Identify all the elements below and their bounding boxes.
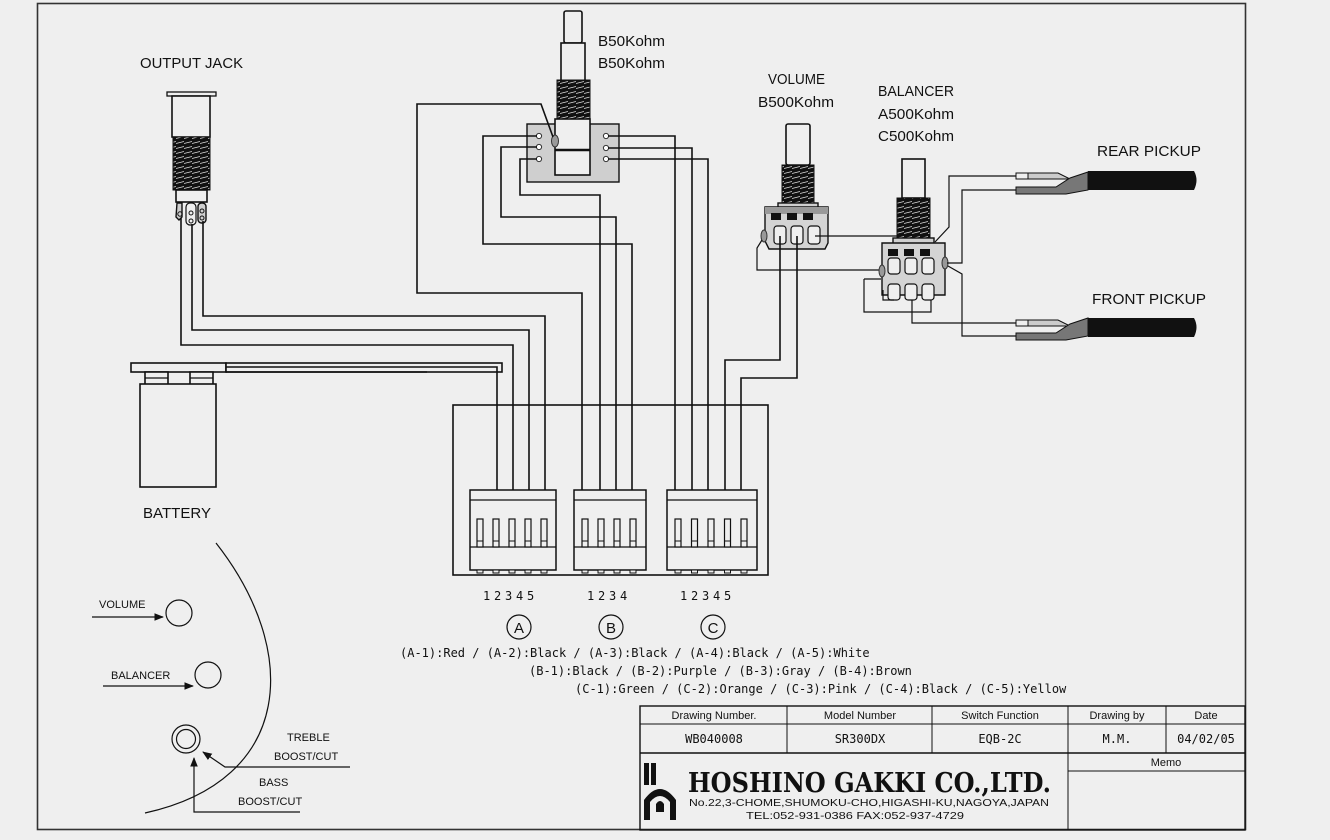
header-date: Date bbox=[1194, 710, 1217, 722]
battery: BATTERY bbox=[130, 362, 503, 522]
company-logo-icon bbox=[644, 763, 676, 820]
header-model-number: Model Number bbox=[824, 710, 896, 722]
pin-number: 2 bbox=[598, 589, 605, 603]
volume-pot: VOLUME B500Kohm bbox=[758, 71, 834, 250]
connector-b-pin-3 bbox=[613, 518, 621, 574]
front-pickup-label: FRONT PICKUP bbox=[1092, 291, 1206, 308]
connector-b-pin-2 bbox=[597, 518, 605, 574]
value-date: 04/02/05 bbox=[1177, 732, 1235, 746]
eq-pot: B50Kohm B50Kohm bbox=[526, 10, 665, 183]
pin-number: 3 bbox=[702, 589, 709, 603]
connector-group bbox=[469, 489, 758, 574]
pin-number: 1 bbox=[483, 589, 490, 603]
company-contact: TEL:052-931-0386 FAX:052-937-4729 bbox=[746, 810, 964, 822]
value-drawing-by: M.M. bbox=[1103, 732, 1132, 746]
connector-a-pin-5 bbox=[540, 518, 548, 574]
balancer-pot-label: BALANCER bbox=[878, 83, 954, 100]
connector-b-pin-1 bbox=[581, 518, 589, 574]
connector-c-pin-4 bbox=[723, 518, 732, 574]
header-memo: Memo bbox=[1151, 757, 1182, 769]
eq-pot-value-2: B50Kohm bbox=[598, 55, 665, 72]
battery-label: BATTERY bbox=[143, 505, 211, 522]
value-model-number: SR300DX bbox=[835, 732, 886, 746]
pin-number: 4 bbox=[516, 589, 523, 603]
volume-wires bbox=[724, 235, 904, 500]
header-drawing-number: Drawing Number. bbox=[672, 710, 757, 722]
connector-a-pin-2 bbox=[492, 518, 500, 574]
control-bass-label-1: BASS bbox=[259, 777, 288, 789]
company-address: No.22,3-CHOME,SHUMOKU-CHO,HIGASHI-KU,NAG… bbox=[689, 797, 1049, 809]
header-drawing-by: Drawing by bbox=[1089, 710, 1145, 722]
connector-b-badge: B bbox=[598, 614, 624, 640]
connector-c-pin-3 bbox=[707, 518, 715, 574]
balancer-pot-value-1: A500Kohm bbox=[878, 106, 954, 123]
connector-letter: B bbox=[606, 620, 616, 637]
front-pickup: FRONT PICKUP bbox=[1015, 291, 1206, 341]
pin-number: 5 bbox=[527, 589, 534, 603]
pin-number: 1 bbox=[680, 589, 687, 603]
volume-pot-label: VOLUME bbox=[768, 71, 825, 88]
connector-a-pin-1 bbox=[476, 518, 484, 574]
pin-number: 1 bbox=[587, 589, 594, 603]
rear-pickup-label: REAR PICKUP bbox=[1097, 143, 1201, 160]
wire-colors-c: (C-1):Green / (C-2):Orange / (C-3):Pink … bbox=[575, 682, 1067, 696]
connector-c-badge: C bbox=[700, 614, 726, 640]
connector-a-pin-4 bbox=[524, 518, 532, 574]
rear-pickup: REAR PICKUP bbox=[1015, 143, 1201, 195]
connector-a-pin-3 bbox=[508, 518, 516, 574]
company-name: HOSHINO GAKKI CO.,LTD. bbox=[688, 768, 1051, 799]
output-jack: OUTPUT JACK bbox=[140, 55, 243, 226]
connector-c bbox=[666, 489, 758, 574]
value-switch-function: EQB-2C bbox=[978, 732, 1021, 746]
connector-board bbox=[452, 404, 769, 576]
header-switch-function: Switch Function bbox=[961, 710, 1039, 722]
balancer-pot: BALANCER A500Kohm C500Kohm bbox=[878, 83, 954, 301]
connector-c-pin-2 bbox=[690, 518, 699, 574]
balancer-wires bbox=[863, 175, 1020, 337]
output-jack-label: OUTPUT JACK bbox=[140, 55, 243, 72]
connector-a bbox=[469, 489, 557, 574]
eq-pot-value-1: B50Kohm bbox=[598, 33, 665, 50]
control-bass-label-2: BOOST/CUT bbox=[238, 796, 302, 808]
control-treble-label-1: TREBLE bbox=[287, 732, 330, 744]
jack-wires bbox=[180, 218, 546, 500]
connector-b bbox=[573, 489, 647, 574]
pin-number: 5 bbox=[724, 589, 731, 603]
connector-letter: A bbox=[514, 620, 524, 637]
pin-number: 3 bbox=[505, 589, 512, 603]
connector-c-pin-1 bbox=[674, 518, 682, 574]
balancer-pot-value-2: C500Kohm bbox=[878, 128, 954, 145]
control-volume-label: VOLUME bbox=[99, 599, 145, 611]
control-balancer-label: BALANCER bbox=[111, 670, 170, 682]
eq-pot-wires bbox=[416, 103, 709, 500]
control-treble-label-2: BOOST/CUT bbox=[274, 751, 338, 763]
control-layout: VOLUME BALANCER TREBLE BOOST/CUT BASS BO… bbox=[92, 542, 350, 814]
connector-c-pin-5 bbox=[740, 518, 748, 574]
value-drawing-number: WB040008 bbox=[685, 732, 743, 746]
connector-b-pin-4 bbox=[629, 518, 637, 574]
connector-letter: C bbox=[708, 620, 719, 637]
title-block: Drawing Number. Model Number Switch Func… bbox=[639, 705, 1246, 831]
pin-number: 2 bbox=[691, 589, 698, 603]
volume-pot-value: B500Kohm bbox=[758, 94, 834, 111]
pin-number: 2 bbox=[494, 589, 501, 603]
pin-number: 4 bbox=[713, 589, 720, 603]
connector-a-badge: A bbox=[506, 614, 532, 640]
wire-colors-a: (A-1):Red / (A-2):Black / (A-3):Black / … bbox=[400, 646, 870, 660]
wire-colors-b: (B-1):Black / (B-2):Purple / (B-3):Gray … bbox=[529, 664, 912, 678]
pin-number: 3 bbox=[609, 589, 616, 603]
pin-number: 4 bbox=[620, 589, 627, 603]
